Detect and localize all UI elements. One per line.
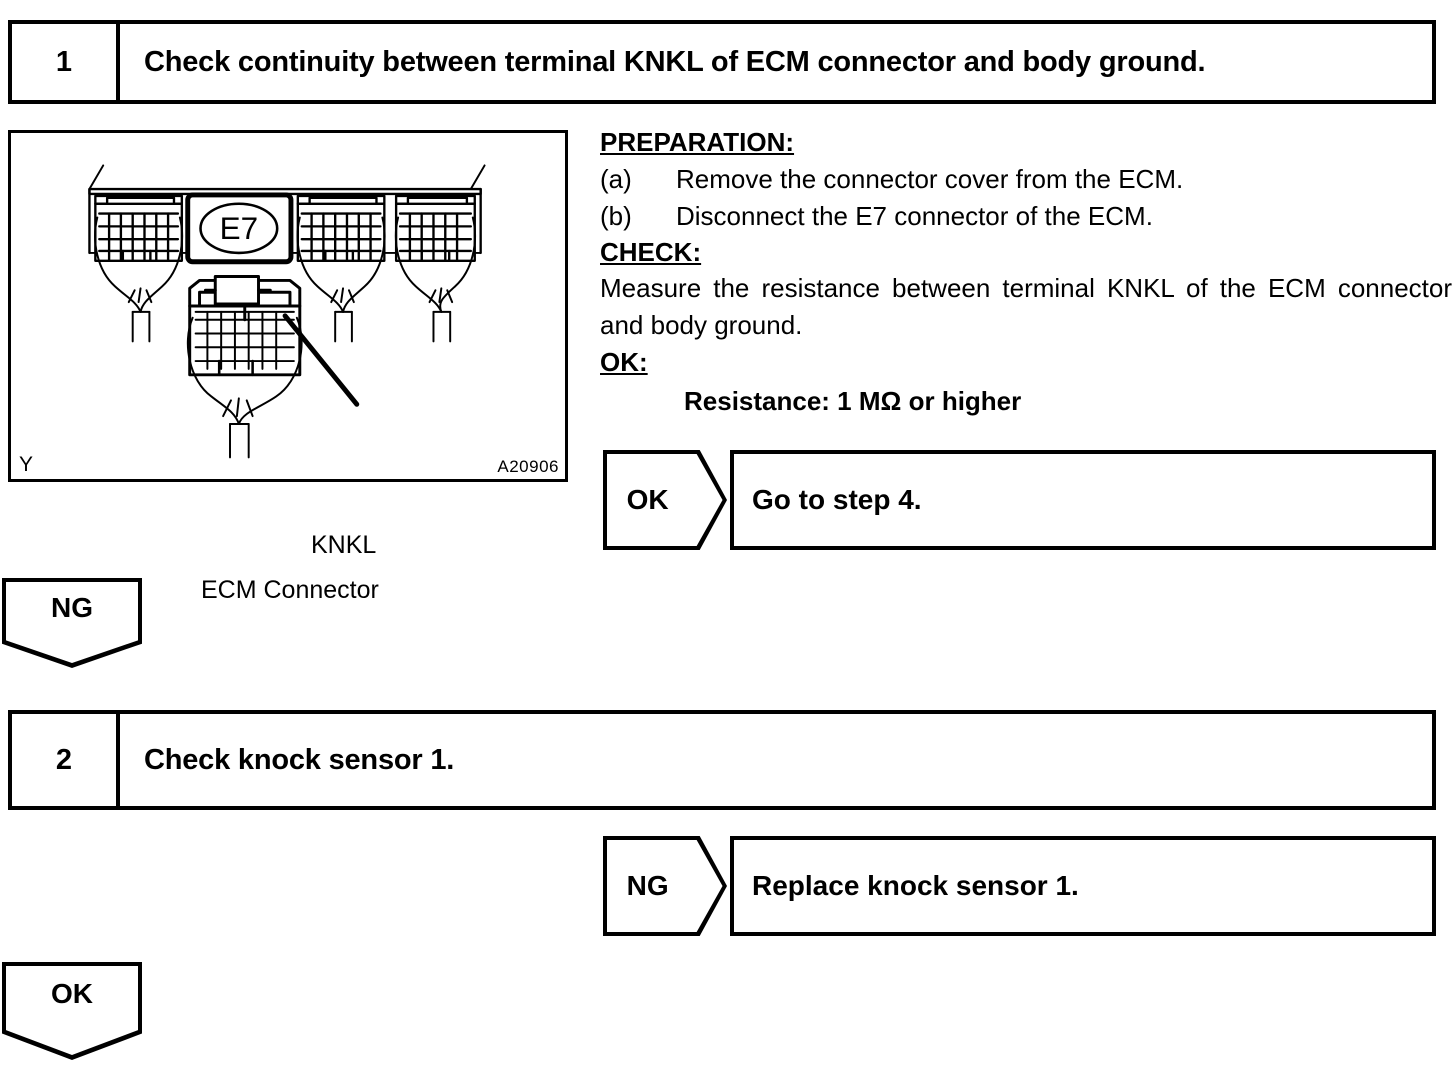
check-text: Measure the resistance between terminal …	[600, 273, 1452, 340]
svg-text:E7: E7	[220, 211, 258, 246]
preparation-item-b-text: Disconnect the E7 connector of the ECM.	[676, 200, 1153, 231]
step-2-row: 2 Check knock sensor 1.	[8, 710, 1436, 810]
preparation-item-b-mark: (b)	[600, 200, 632, 231]
step-1-row: 1 Check continuity between terminal KNKL…	[8, 20, 1436, 104]
result-ng-action: Replace knock sensor 1.	[730, 836, 1436, 936]
flow-marker-ng-label: NG	[51, 591, 93, 623]
ecm-connector-figure: E7	[8, 130, 568, 604]
result-ok-action: Go to step 4.	[730, 450, 1436, 550]
step-1-title: Check continuity between terminal KNKL o…	[144, 45, 1206, 78]
flow-marker-ok: OK	[2, 962, 142, 1060]
step-2-title: Check knock sensor 1.	[144, 743, 455, 776]
result-ng-judgement: NG	[603, 836, 727, 936]
preparation-item-a: (a) Remove the connector cover from the …	[600, 161, 1452, 198]
procedure-text: PREPARATION: (a) Remove the connector co…	[600, 128, 1452, 417]
resistance-spec: Resistance: 1 MΩ or higher	[684, 386, 1022, 417]
preparation-heading: PREPARATION:	[600, 127, 795, 157]
step-1-number: 1	[12, 24, 120, 100]
flow-marker-ng: NG	[2, 578, 142, 668]
flow-marker-ok-label: OK	[51, 978, 93, 1010]
preparation-item-a-mark: (a)	[600, 163, 632, 194]
ok-heading: OK:	[600, 346, 648, 377]
ecm-connector-illustration: E7	[88, 164, 486, 459]
check-heading: CHECK:	[600, 237, 702, 268]
figure-code: A20906	[497, 457, 559, 476]
figure-terminal-label: KNKL	[311, 531, 377, 559]
result-ok-judgement: OK	[603, 450, 727, 550]
step-2-number: 2	[12, 714, 120, 806]
figure-caption: ECM Connector	[201, 576, 379, 604]
result-ok-label: OK	[626, 484, 669, 515]
result-ng-label: NG	[626, 870, 669, 901]
figure-corner-mark: Y	[19, 453, 34, 476]
preparation-item-a-text: Remove the connector cover from the ECM.	[676, 163, 1184, 194]
preparation-item-b: (b) Disconnect the E7 connector of the E…	[600, 198, 1452, 235]
